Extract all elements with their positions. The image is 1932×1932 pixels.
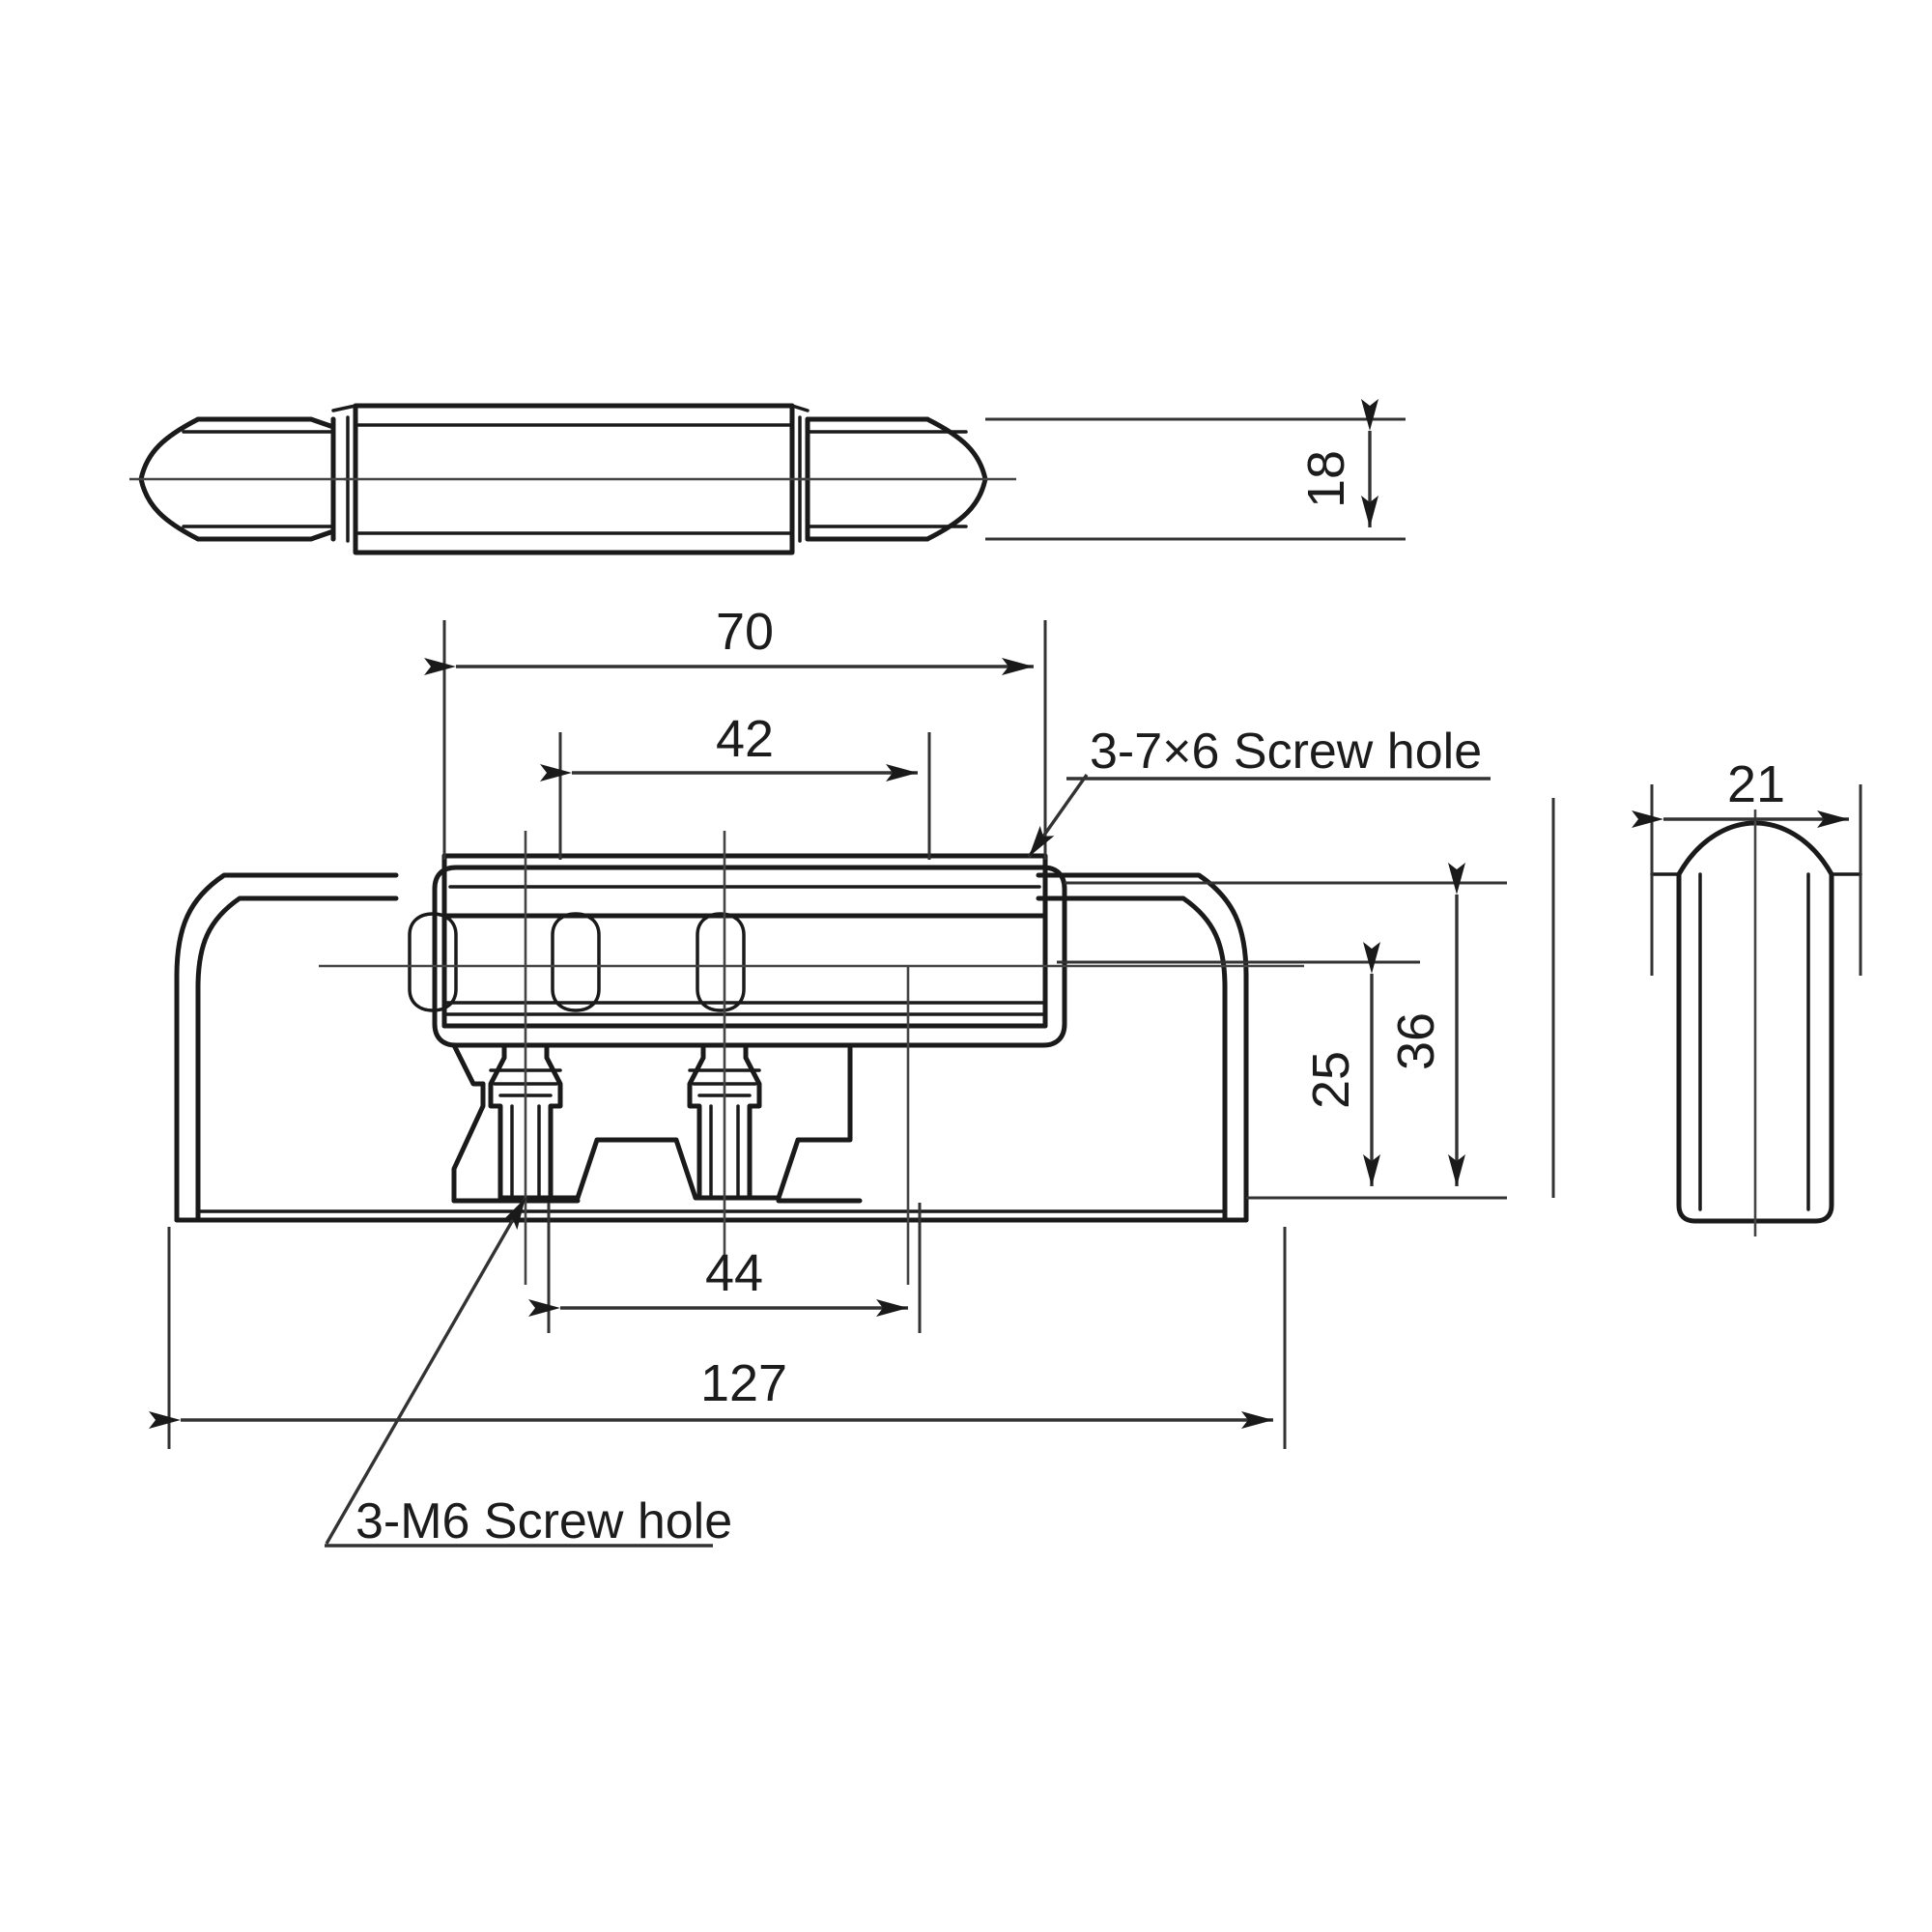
dimension-70: 70 — [424, 603, 1047, 860]
note-slot-screw-hole-label: 3-7×6 Screw hole — [1090, 724, 1482, 780]
dimension-36: 36 — [1065, 798, 1555, 1200]
dimension-21: 21 — [1632, 755, 1862, 976]
note-m6-screw-hole-label: 3-M6 Screw hole — [355, 1493, 732, 1549]
side-view-body — [1650, 810, 1862, 1236]
dimension-18: 18 — [985, 399, 1406, 541]
slot-hole-3 — [696, 912, 746, 1012]
top-view-right-end — [800, 416, 1016, 542]
slot-hole-2 — [551, 912, 601, 1012]
top-view-center-bar — [344, 403, 806, 555]
dimension-36-label: 36 — [1387, 1012, 1445, 1070]
dimension-44-label: 44 — [705, 1244, 763, 1302]
note-slot-screw-hole: 3-7×6 Screw hole — [1027, 724, 1491, 858]
dimension-25-label: 25 — [1302, 1051, 1360, 1109]
top-view: 18 — [129, 399, 1406, 555]
top-view-left-end — [129, 416, 348, 542]
dimension-18-label: 18 — [1297, 450, 1355, 508]
dimension-70-label: 70 — [716, 603, 774, 661]
dimension-42-label: 42 — [716, 710, 774, 768]
front-view-centerlines — [319, 831, 1304, 1285]
note-m6-screw-hole: 3-M6 Screw hole — [325, 1197, 732, 1549]
top-view-envelope — [331, 404, 810, 412]
dimension-127: 127 — [149, 1227, 1287, 1449]
front-view-mount-shell — [432, 865, 1067, 1048]
front-view-screw-bosses — [451, 1042, 863, 1204]
side-view: 21 — [1632, 755, 1862, 1236]
dimension-25: 25 — [1057, 942, 1420, 1200]
dimension-44: 44 — [528, 1203, 922, 1333]
dimension-21-label: 21 — [1727, 755, 1785, 813]
dimension-127-label: 127 — [700, 1354, 787, 1412]
front-view: 70 42 3-7×6 Screw hole 25 — [149, 603, 1555, 1549]
front-view-handle-body — [174, 872, 1249, 1223]
slot-hole-1 — [408, 912, 458, 1012]
front-view-mount-plate — [408, 853, 1048, 1029]
dimension-42: 42 — [540, 710, 931, 860]
